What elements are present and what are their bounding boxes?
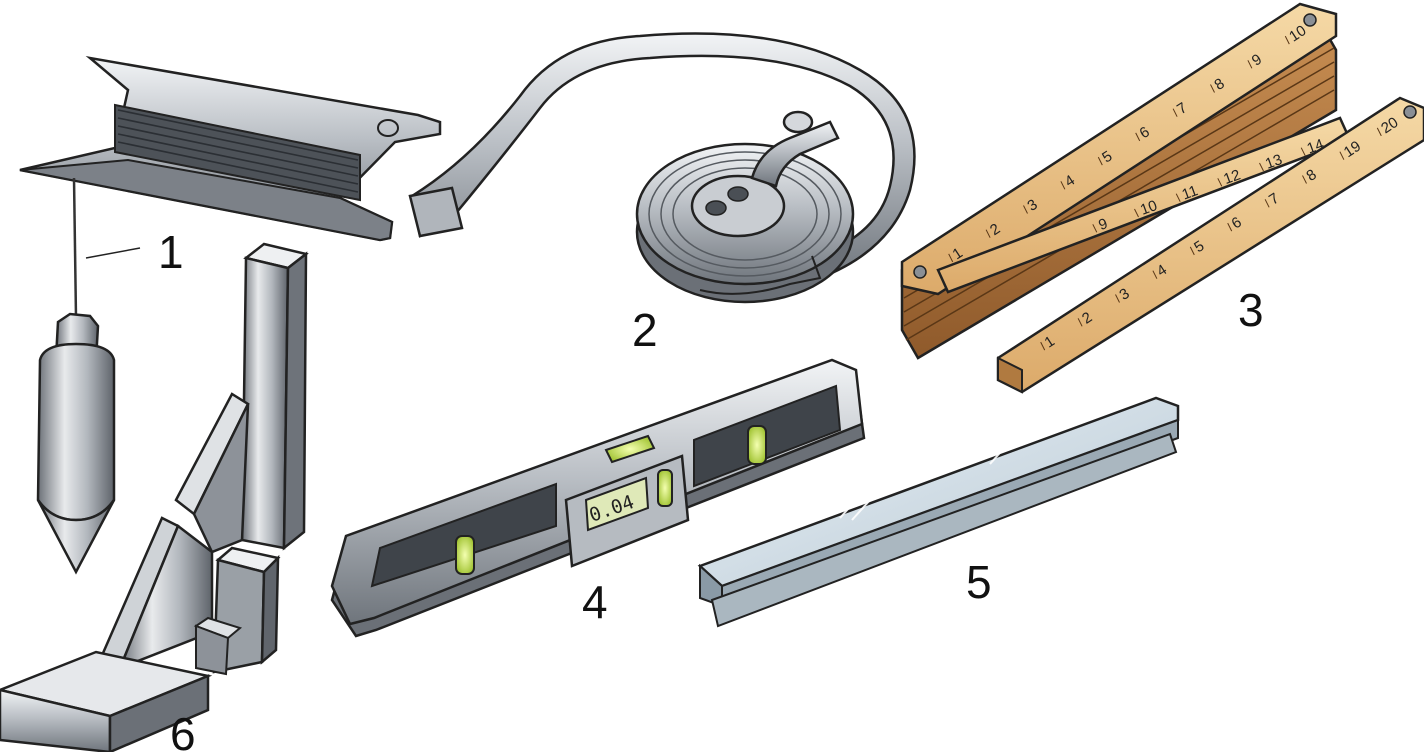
ruler-upper-mark-tick: [1247, 60, 1253, 69]
label-2: 2: [632, 304, 658, 356]
vial-center: [657, 469, 673, 507]
ruler-middle-mark-tick: [1300, 147, 1306, 156]
plumb-string: [72, 177, 78, 319]
ruler-middle-mark-tick: [1259, 162, 1264, 172]
ruler-lower-mark-tick: [1040, 341, 1046, 351]
ruler-middle-mark-tick: [1175, 193, 1181, 202]
straight-edge: 5: [697, 396, 1180, 628]
ruler-upper-mark-tick: [1284, 35, 1290, 45]
ruler-lower-mark-tick: [1302, 175, 1307, 184]
ruler-middle-mark-tick: [1134, 208, 1139, 218]
ruler-middle-mark: 11: [1180, 182, 1200, 203]
ruler-upper-segment: [900, 2, 1338, 296]
label-3: 3: [1238, 284, 1264, 336]
tape-measure: 2: [408, 32, 916, 356]
ruler-lower-mark-tick: [1077, 318, 1083, 327]
ruler-upper-mark-tick: [1210, 84, 1215, 93]
ruler-middle-mark-tick: [1217, 178, 1223, 187]
masonry-blocks: 6: [0, 242, 309, 752]
ruler-lower-mark-tick: [1227, 222, 1233, 232]
ruler-upper-mark-tick: [948, 253, 954, 263]
line-reel: [19, 55, 442, 242]
label-6: 6: [170, 708, 196, 752]
spirit-level: 0.04 4: [330, 358, 866, 638]
ruler-lower-mark: 19: [1341, 138, 1364, 161]
ruler-lower-mark: 20: [1378, 114, 1401, 137]
ruler-lower-mark-tick: [1376, 127, 1382, 137]
leader-line-1: [85, 247, 141, 259]
ruler-lower-mark-tick: [1264, 199, 1270, 208]
plumb-bob: [36, 312, 116, 575]
ruler-upper-mark-tick: [985, 229, 991, 238]
ruler-middle-mark: 13: [1263, 151, 1284, 173]
ruler-upper-mark: 10: [1286, 22, 1309, 45]
ruler-upper-mark-tick: [1135, 132, 1141, 142]
ruler-upper-mark-tick: [1023, 205, 1028, 214]
vial-top: [604, 434, 656, 464]
ruler-lower-mark-tick: [1152, 270, 1158, 279]
ruler-upper-mark-tick: [1172, 108, 1178, 117]
label-4: 4: [582, 576, 608, 628]
ruler-upper-mark-tick: [1097, 156, 1103, 166]
ruler-middle-mark: 10: [1138, 197, 1159, 219]
ruler-upper-mark-tick: [1060, 181, 1066, 190]
label-5: 5: [966, 556, 992, 608]
ruler-lower-mark-tick: [1339, 151, 1345, 160]
ruler-lower-mark-tick: [1115, 294, 1120, 303]
plumb-bob-tool: 1: [19, 55, 442, 575]
vial-right: [747, 425, 767, 465]
ruler-lower-mark-tick: [1189, 246, 1195, 256]
ruler-middle-mark: 12: [1221, 166, 1242, 188]
label-1: 1: [158, 226, 184, 278]
digital-display: [584, 476, 650, 532]
vial-left: [455, 535, 475, 575]
ruler-middle-mark-tick: [1092, 224, 1098, 233]
